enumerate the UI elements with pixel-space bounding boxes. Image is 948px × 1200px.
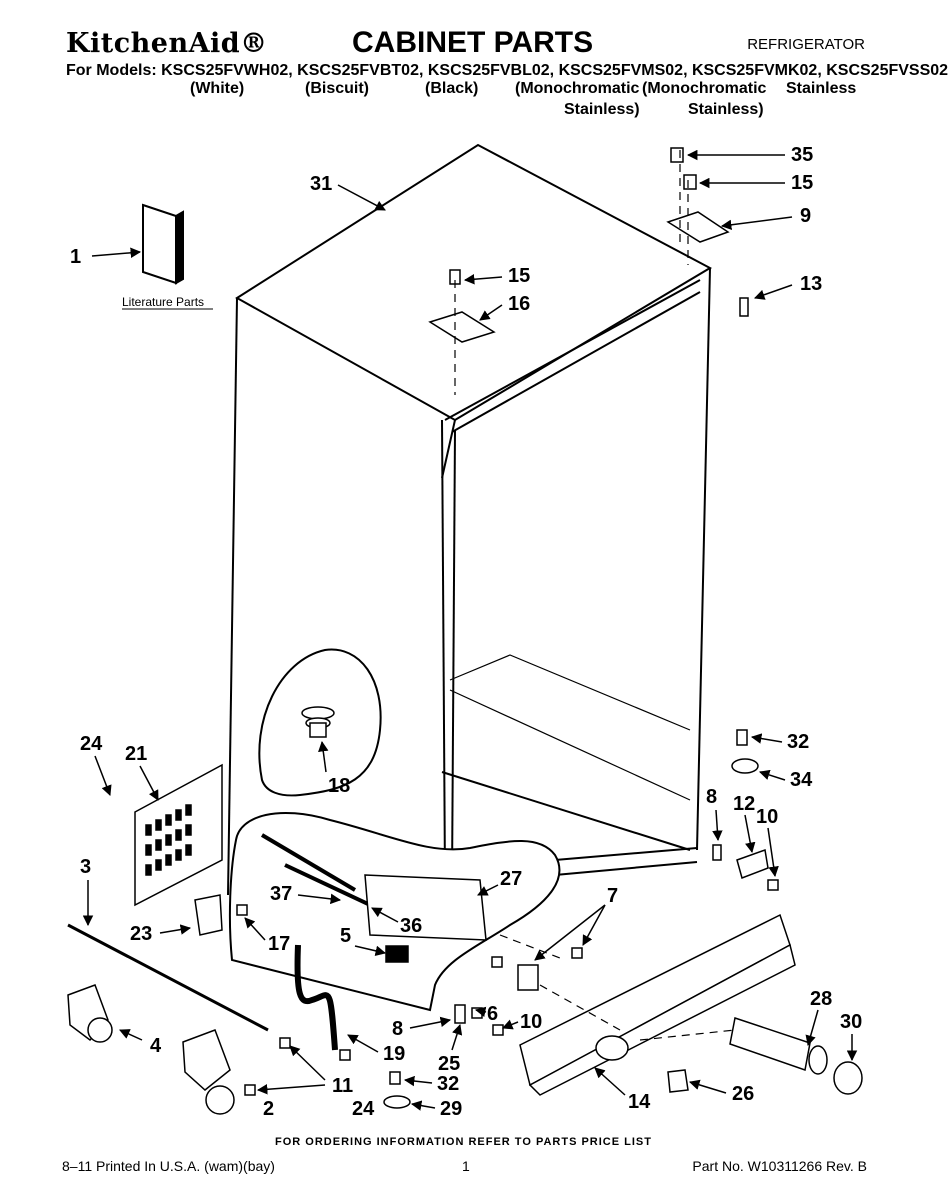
callout-label: 19 <box>383 1043 405 1065</box>
roller-assemblies <box>67 984 235 1115</box>
callout-label: 4 <box>150 1035 162 1057</box>
callout-label: 10 <box>756 806 778 828</box>
callouts: 1 Literature Parts 31 35 15 9 13 15 16 1… <box>70 144 862 1120</box>
callout-label: 13 <box>800 273 822 295</box>
variant-label: Stainless <box>786 80 857 97</box>
assembly-lines <box>454 150 736 1041</box>
callout-label: 8 <box>706 786 717 808</box>
water-line-parts <box>260 833 539 1051</box>
callout-label: 5 <box>340 925 351 947</box>
back-panel <box>134 763 223 907</box>
exploded-parts-diagram: 1 Literature Parts 31 35 15 9 13 15 16 1… <box>67 143 863 1120</box>
ordering-note: FOR ORDERING INFORMATION REFER TO PARTS … <box>275 1136 652 1148</box>
page-number: 1 <box>462 1158 470 1174</box>
page-title: CABINET PARTS <box>352 26 594 59</box>
variant-label: (Monochromatic <box>642 80 767 97</box>
callout-label: 26 <box>732 1083 754 1105</box>
callout-label: 35 <box>791 144 813 166</box>
callout-label: 15 <box>791 172 813 194</box>
variant-label: (Black) <box>425 80 479 97</box>
callout-label: 30 <box>840 1011 862 1033</box>
callout-label: 18 <box>328 775 350 797</box>
print-info: 8–11 Printed In U.S.A. (wam)(bay) <box>62 1158 275 1174</box>
callout-label: 14 <box>628 1091 651 1113</box>
callout-label: 9 <box>800 205 811 227</box>
callout-label: 25 <box>438 1053 460 1075</box>
callout-label: 24 <box>352 1098 375 1120</box>
right-hinge-parts <box>712 729 779 891</box>
callout-label: 32 <box>787 731 809 753</box>
variant-label: (Biscuit) <box>305 80 369 97</box>
callout-label: 3 <box>80 856 91 878</box>
callout-label: 21 <box>125 743 147 765</box>
grille <box>519 913 796 1096</box>
models-line: For Models: KSCS25FVWH02, KSCS25FVBT02, … <box>66 62 948 79</box>
literature-label: Literature Parts <box>122 295 204 309</box>
brand-logo: KitchenAid® <box>66 28 268 59</box>
callout-label: 36 <box>400 915 422 937</box>
variant-label: Stainless) <box>564 101 640 118</box>
callout-label: 7 <box>607 885 618 907</box>
callout-label: 32 <box>437 1073 459 1095</box>
fasteners <box>194 894 583 1109</box>
callout-label: 1 <box>70 246 81 268</box>
callout-label: 11 <box>332 1075 353 1097</box>
callout-label: 29 <box>440 1098 462 1120</box>
drain-fitting <box>301 706 335 738</box>
callout-label: 6 <box>487 1003 498 1025</box>
callout-label: 17 <box>268 933 290 955</box>
variant-label: (White) <box>190 80 245 97</box>
variant-label: (Monochromatic <box>515 80 640 97</box>
callout-label: 23 <box>130 923 152 945</box>
part-number: Part No. W10311266 Rev. B <box>692 1158 867 1174</box>
callout-label: 16 <box>508 293 530 315</box>
callout-label: 27 <box>500 868 522 890</box>
variant-label: Stainless) <box>688 101 764 118</box>
appliance-type: REFRIGERATOR <box>747 36 865 53</box>
callout-label: 2 <box>263 1098 274 1120</box>
callout-label: 34 <box>790 769 813 791</box>
callout-label: 12 <box>733 793 755 815</box>
callout-label: 10 <box>520 1011 542 1033</box>
literature-booklet <box>142 203 184 285</box>
water-filter <box>667 1017 863 1095</box>
callout-label: 37 <box>270 883 292 905</box>
leveling-rod <box>67 923 269 1032</box>
callout-label: 24 <box>80 733 103 755</box>
callout-label: 28 <box>810 988 832 1010</box>
callout-label: 8 <box>392 1018 403 1040</box>
callout-label: 15 <box>508 265 530 287</box>
callout-label: 31 <box>310 173 332 195</box>
